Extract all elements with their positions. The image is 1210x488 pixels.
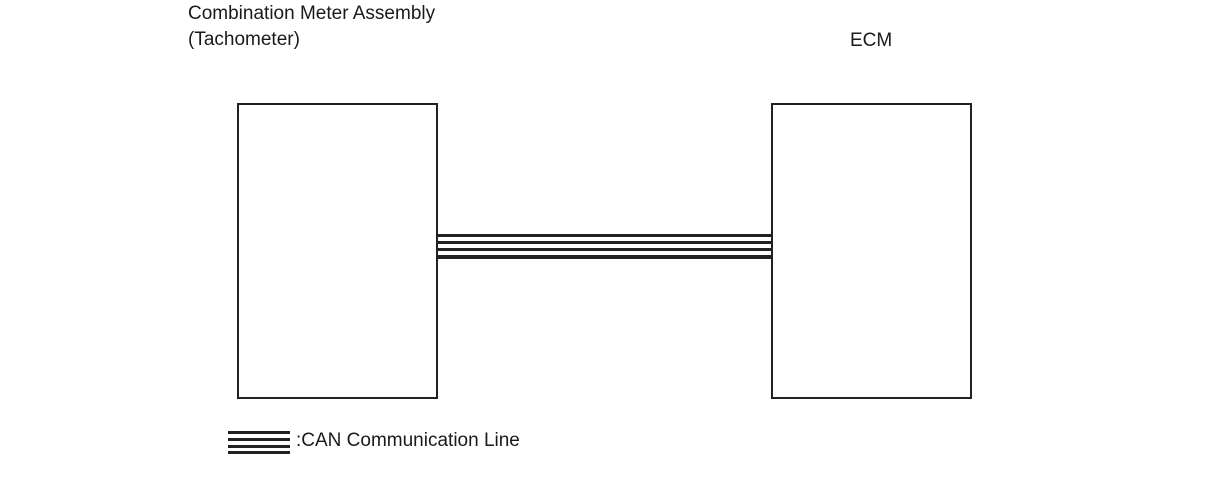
ecm-box — [771, 103, 972, 399]
ecm-label: ECM — [850, 30, 893, 51]
can-communication-line — [437, 234, 773, 259]
legend-can-line-icon — [228, 431, 290, 454]
meter-label-line2: (Tachometer) — [188, 29, 300, 50]
combination-meter-box — [237, 103, 438, 399]
legend-label: :CAN Communication Line — [296, 430, 520, 451]
meter-label-line1: Combination Meter Assembly — [188, 3, 436, 24]
meter-label: Combination Meter Assembly (Tachometer) — [188, 1, 435, 53]
